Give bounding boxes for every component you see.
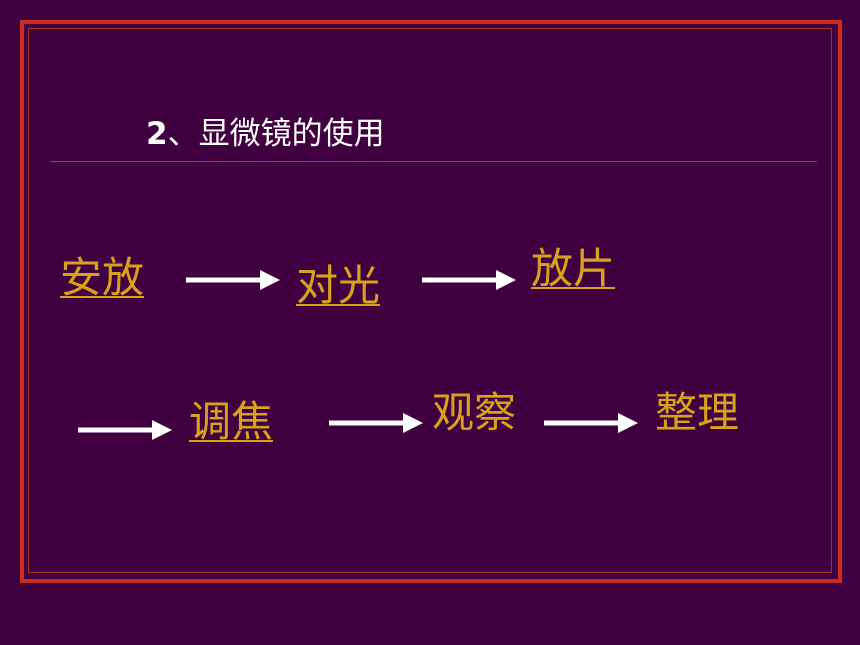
step-link-anfang[interactable]: 安放 [60, 253, 145, 302]
slide-title-text: 、显微镜的使用 [167, 116, 385, 152]
slide-title-number: 2 [146, 116, 168, 152]
step-zhengli: 整理 [655, 388, 740, 437]
step-link-duiguang[interactable]: 对光 [296, 261, 381, 310]
arrow-right-icon [186, 270, 280, 290]
step-guancha: 观察 [432, 388, 517, 437]
arrow-right-icon [544, 413, 638, 433]
step-link-tiaojiao[interactable]: 调焦 [189, 397, 274, 446]
arrow-right-icon [78, 420, 172, 440]
arrow-right-icon [422, 270, 516, 290]
slide-title: 2、显微镜的使用 [146, 108, 385, 153]
slide-frame-outer [20, 20, 842, 583]
title-divider [50, 161, 817, 162]
step-link-fangpian[interactable]: 放片 [531, 244, 616, 293]
arrow-right-icon [329, 413, 423, 433]
slide-frame-inner [28, 28, 832, 573]
